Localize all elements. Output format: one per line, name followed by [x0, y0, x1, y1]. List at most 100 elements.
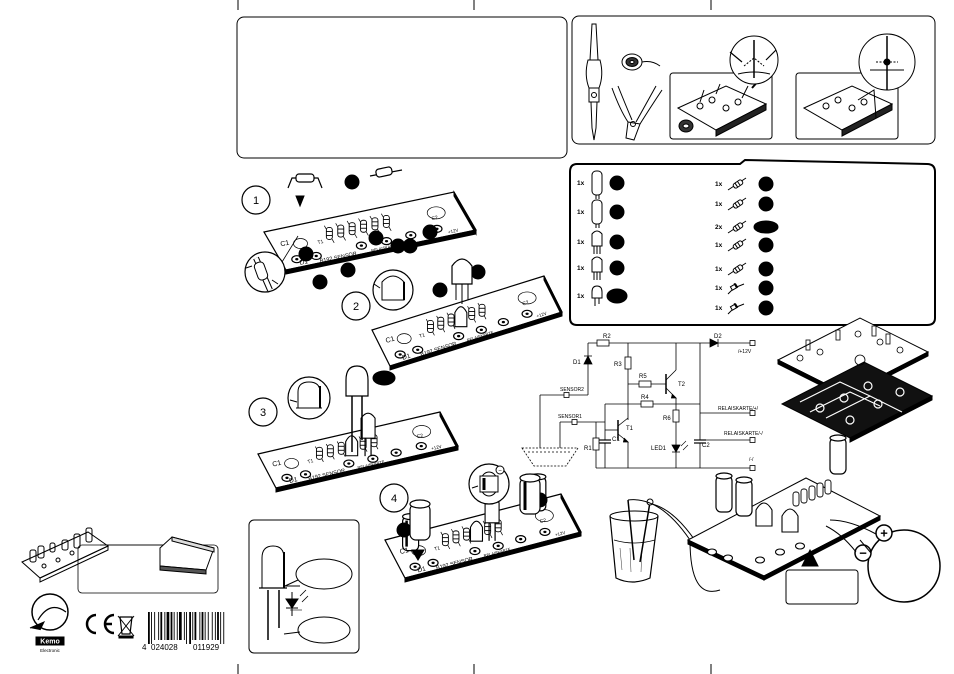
transistor-icon [591, 256, 603, 273]
silk-c1: C1 [385, 335, 396, 344]
silk-c2: C2 [416, 433, 424, 440]
kemo-logo-subtitle: Electronic [40, 648, 61, 653]
solder-pad [706, 548, 718, 556]
resistor [478, 303, 486, 317]
label-sensor2: SENSOR2 [560, 387, 584, 393]
part-quantity: 1x [715, 285, 723, 292]
part-marker [344, 174, 360, 190]
side-cutters-icon [611, 85, 663, 141]
step-markers: 1 2 3 4 [241, 185, 409, 513]
label-relais-plus: RELAISKARTE/+/ [718, 406, 759, 412]
barcode-bar [214, 612, 216, 640]
part-marker [753, 220, 779, 234]
solder-pad [754, 556, 766, 564]
resistor [441, 533, 449, 547]
led [360, 412, 376, 439]
part-quantity: 1x [577, 209, 585, 216]
transistor [469, 520, 484, 542]
diode-d2-symbol [709, 338, 719, 348]
resistor [315, 446, 323, 460]
resistor [447, 313, 455, 327]
label-led1: LED1 [651, 446, 667, 452]
barcode-bar [217, 612, 219, 640]
label-r3: R3 [614, 362, 622, 368]
barcode-bar [173, 612, 175, 640]
resistor [800, 488, 808, 504]
step-1-label: 1 [253, 195, 259, 207]
part-quantity: 1x [577, 180, 585, 187]
svg-text:−: − [498, 469, 502, 475]
resistor [824, 479, 832, 495]
part-quantity: 1x [715, 266, 723, 273]
resistor [382, 214, 390, 228]
part-marker [422, 224, 438, 240]
led-icon [591, 285, 603, 299]
solder-pad [774, 548, 786, 556]
label-relais-minus: RELAISKARTE/-/ [724, 431, 763, 437]
part-marker [372, 370, 396, 386]
part-marker [758, 261, 774, 277]
pcb-top-and-bottom [776, 317, 934, 443]
solder-pad [722, 554, 734, 562]
silk-c2: C2 [539, 518, 547, 525]
step-2-insert-transistor [451, 258, 473, 304]
electrolytic-capacitor [715, 475, 733, 513]
kemo-logo: Kemo Electronic [35, 636, 65, 653]
silk-t1: T1 [434, 545, 441, 552]
silk-d1: D1 [299, 258, 309, 267]
part-marker [432, 282, 448, 298]
silk-c1: C1 [399, 547, 410, 556]
barcode-digits: 4 024028 011929 [142, 643, 220, 652]
label-c1: C1 [612, 437, 620, 443]
part-quantity: 1x [715, 181, 723, 188]
barcode-bar [179, 612, 182, 640]
resistor [463, 527, 470, 541]
part-marker [368, 230, 384, 246]
part-quantity: 1x [715, 201, 723, 208]
water-glass-icon [609, 498, 659, 583]
barcode-bar [160, 612, 163, 640]
resistor-r3-symbol [624, 356, 632, 370]
led-symbol-icon [285, 589, 309, 616]
soldering-step-2 [795, 33, 916, 140]
led-info-panel [248, 519, 360, 654]
electrolytic-capacitor [829, 437, 847, 475]
resistor [484, 522, 492, 536]
part-marker [609, 234, 625, 250]
led-led1-symbol [671, 440, 689, 468]
power-supply-box [77, 536, 219, 594]
silk-relais: RELAISKARTE [371, 242, 399, 253]
barcode-bar [170, 612, 173, 640]
part-marker [609, 260, 625, 276]
schematic-labels: R2 D2 /+12V D1 R3 R5 T2 R4 SENSOR2 RELAI… [558, 334, 763, 463]
part-quantity: 1x [715, 242, 723, 249]
diode-d1-symbol [583, 355, 593, 365]
magnifier-resistor [244, 235, 299, 293]
barcode-bar [220, 612, 222, 644]
part-quantity: 1x [577, 239, 585, 246]
barcode-bar [148, 612, 150, 644]
capacitor-icon [591, 199, 603, 225]
silk-d1: D1 [417, 565, 427, 574]
part-marker [298, 246, 314, 262]
label-r5: R5 [639, 374, 647, 380]
silk-d1: D1 [401, 353, 411, 362]
crop-marks [237, 0, 712, 674]
silk-t1: T1 [419, 332, 427, 340]
part-marker [396, 522, 412, 538]
barcode-bar [201, 612, 204, 640]
resistor [371, 217, 379, 231]
solder-spool-icon [621, 53, 661, 71]
electrolytic-capacitor [735, 479, 753, 517]
water-container-symbol [521, 447, 579, 467]
silk-12v: +12V [447, 228, 458, 235]
label-sensor1: SENSOR1 [558, 414, 582, 420]
transistor-t2-symbol [665, 343, 677, 404]
resistor [360, 219, 368, 233]
part-marker [758, 196, 774, 212]
label-r2: R2 [603, 334, 611, 340]
part-marker [340, 262, 356, 278]
barcode-bar [164, 612, 166, 640]
